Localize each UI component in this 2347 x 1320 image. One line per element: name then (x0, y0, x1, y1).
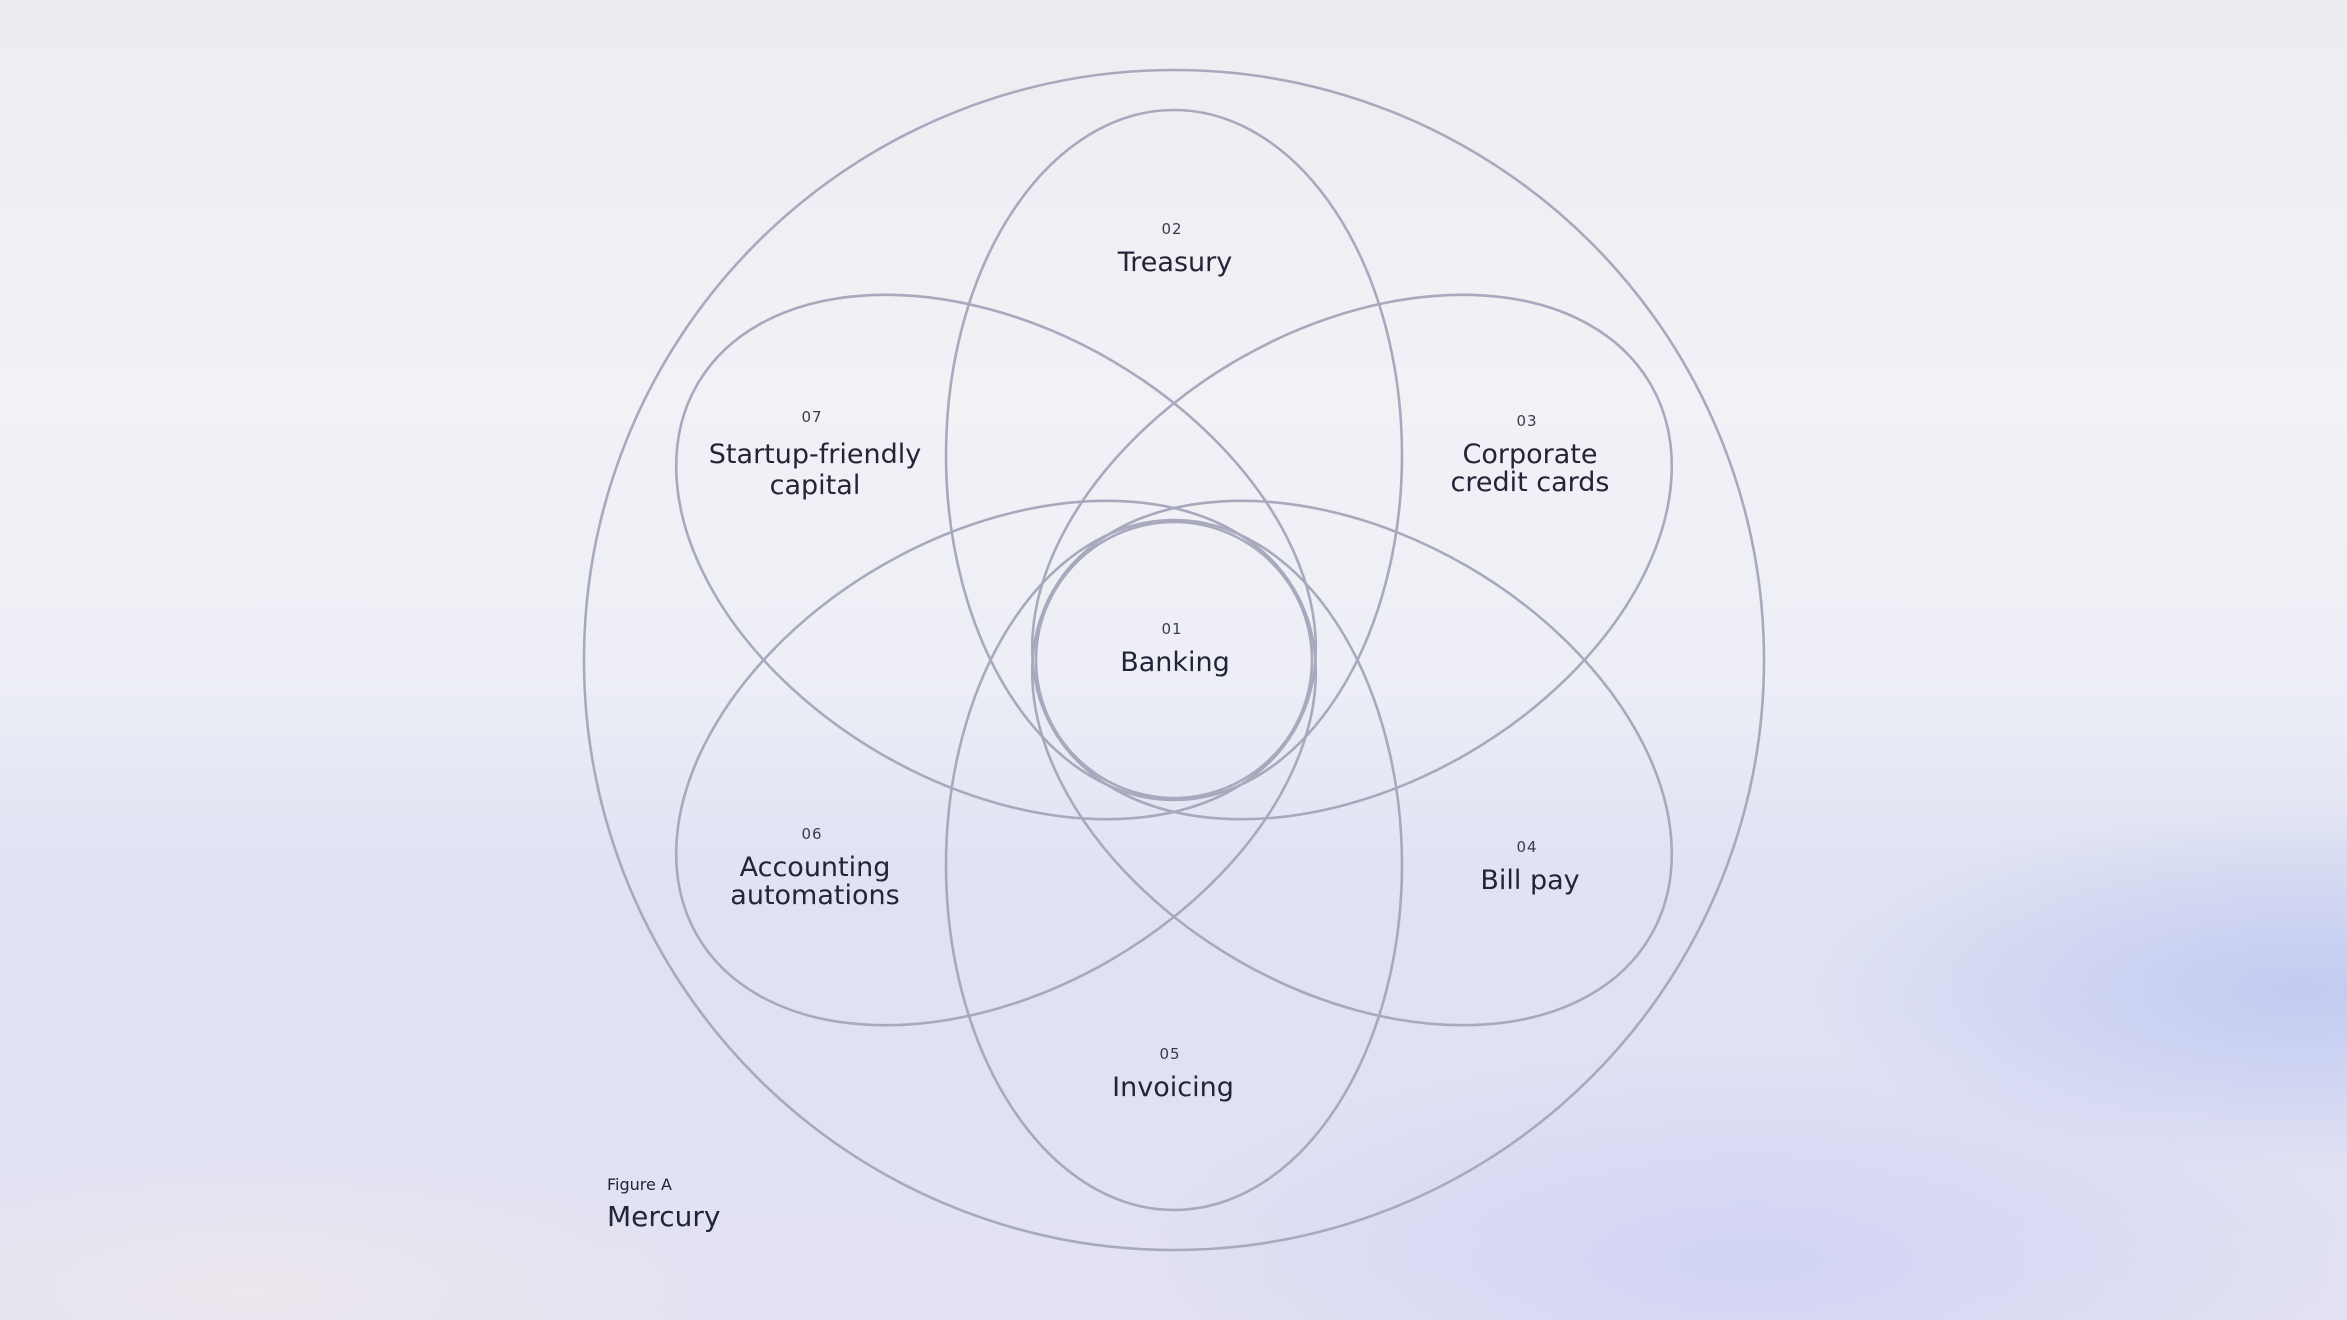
node-label: credit cards (1451, 467, 1610, 498)
node-label: Corporate (1463, 439, 1598, 470)
figure-caption: Figure A Mercury (607, 1175, 721, 1235)
node-banking: 01 Banking (1120, 620, 1230, 678)
node-number: 03 (1516, 412, 1537, 430)
figure-title: Mercury (607, 1200, 721, 1233)
petal-invoicing (944, 518, 1404, 1212)
node-label: Accounting (740, 852, 891, 883)
outer-circle (582, 68, 1766, 1252)
node-label: Treasury (1117, 247, 1232, 278)
petal-corporate-credit-cards (1030, 293, 1674, 821)
node-number: 06 (801, 825, 822, 843)
node-number: 01 (1161, 620, 1182, 638)
node-accounting-automations: 06 Accounting automations (730, 825, 899, 911)
center-circle (1034, 520, 1314, 800)
node-label: Bill pay (1480, 865, 1579, 896)
figure-label: Figure A (607, 1175, 672, 1194)
node-label: Banking (1120, 647, 1230, 678)
node-corporate-credit-cards: 03 Corporate credit cards (1451, 412, 1610, 498)
petal-bill-pay (1030, 499, 1674, 1027)
node-startup-friendly-capital: 07 Startup-friendly capital (709, 408, 921, 501)
petal-treasury (944, 108, 1404, 802)
petal-startup-friendly-capital (674, 293, 1318, 821)
node-label: Invoicing (1112, 1072, 1234, 1103)
node-number: 02 (1161, 220, 1182, 238)
node-label: Startup-friendly (709, 439, 921, 470)
node-bill-pay: 04 Bill pay (1480, 838, 1579, 896)
node-label: automations (730, 880, 899, 911)
node-treasury: 02 Treasury (1117, 220, 1232, 278)
node-number: 05 (1159, 1045, 1180, 1063)
petal-accounting-automations (674, 499, 1318, 1027)
node-invoicing: 05 Invoicing (1112, 1045, 1234, 1103)
node-number: 07 (801, 408, 822, 426)
node-label: capital (770, 470, 861, 501)
node-number: 04 (1516, 838, 1537, 856)
